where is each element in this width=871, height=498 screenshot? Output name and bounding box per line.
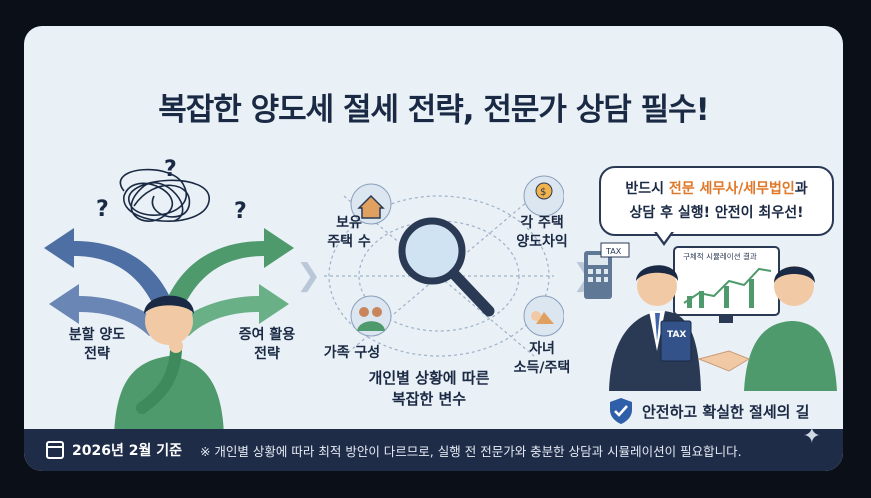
title-part1: 복잡한 양도세 절세 전략, [158,92,484,128]
title-part2: 전문가 상담 필수! [483,92,709,128]
footer-note: ※ 개인별 상황에 따라 최적 방안이 다르므로, 실행 전 전문가와 충분한 … [199,443,742,459]
monitor-title: 구체적 시뮬레이션 결과 [683,251,757,261]
question-mark-icon: ? [96,197,109,222]
sparkle-icon: ✦ [802,424,821,449]
left-arrow-icon [44,228,174,336]
caption-line1: 개인별 상황에 따른 [368,369,490,387]
caption-line2: 복잡한 변수 [391,390,467,408]
calc-label: TAX [605,247,622,256]
shield-check-icon [610,398,632,424]
calendar-icon [46,441,64,459]
safe-path-badge: 안전하고 확실한 절세의 길 [608,397,809,425]
option-gift-line1: 증여 활용 [238,327,296,343]
factor-family-line1: 가족 구성 [323,345,381,361]
client-icon [744,266,837,391]
factor-gain: 각 주택 양도차익 [502,214,582,252]
safe-path-label: 안전하고 확실한 절세의 길 [642,402,810,421]
svg-text:$: $ [540,187,546,198]
tax-folder-label: TAX [667,330,686,340]
option-split-sale: 분할 양도 전략 [52,326,142,364]
right-arrow-icon [164,228,294,336]
tangle-icon [119,168,210,222]
factor-houses-line2: 주택 수 [327,234,371,250]
factors-caption: 개인별 상황에 따른 복잡한 변수 [354,368,504,410]
calculator-icon [584,251,612,299]
bubble-text-c: 과 [794,181,808,197]
bubble-text-a: 반드시 [625,181,669,197]
factor-houses-line1: 보유 [336,215,362,231]
monitor-icon: 구체적 시뮬레이션 결과 [673,246,780,323]
chevron-right-icon: ❯ [296,258,322,293]
factor-gain-line1: 각 주택 [520,215,564,231]
magnifier-icon [398,217,495,317]
option-gift: 증여 활용 전략 [222,326,312,364]
bubble-tail-inner [656,231,672,242]
page-title: 복잡한 양도세 절세 전략, 전문가 상담 필수! [24,84,843,129]
advisor-icon: TAX [609,265,701,391]
consultation-illustration: TAX 구체적 시뮬레이션 결과 TAX [584,242,837,391]
option-split-line1: 분할 양도 [68,327,126,343]
factor-family: 가족 구성 [312,344,392,363]
factor-houses: 보유 주택 수 [309,214,389,252]
question-mark-icon: ? [234,199,247,224]
handshake-icon [697,350,751,372]
footer-date: 2026년 2월 기준 [72,443,182,459]
factor-gain-line2: 양도차익 [516,234,568,250]
option-split-line2: 전략 [84,346,110,362]
infographic-card: 복잡한 양도세 절세 전략, 전문가 상담 필수! ? ? ? [24,26,843,471]
bubble-text-highlight: 전문 세무사/세무법인 [668,181,795,197]
bubble-line1: 반드시 전문 세무사/세무법인과 [601,177,832,201]
option-gift-line2: 전략 [254,346,280,362]
factor-child-line1: 자녀 [529,341,555,357]
factors-web: $ [324,175,564,357]
factor-child: 자녀 소득/주택 [502,340,582,378]
footer-bar: 2026년 2월 기준 ※ 개인별 상황에 따라 최적 방안이 다르므로, 실행… [24,429,843,471]
thinking-person-icon [114,295,224,436]
bubble-line2: 상담 후 실행! 안전이 최우선! [629,205,804,221]
factor-child-line2: 소득/주택 [513,360,571,376]
question-mark-icon: ? [164,157,177,182]
left-illustration: ? ? ? [44,157,294,436]
advice-speech-bubble: 반드시 전문 세무사/세무법인과 상담 후 실행! 안전이 최우선! [599,166,834,236]
